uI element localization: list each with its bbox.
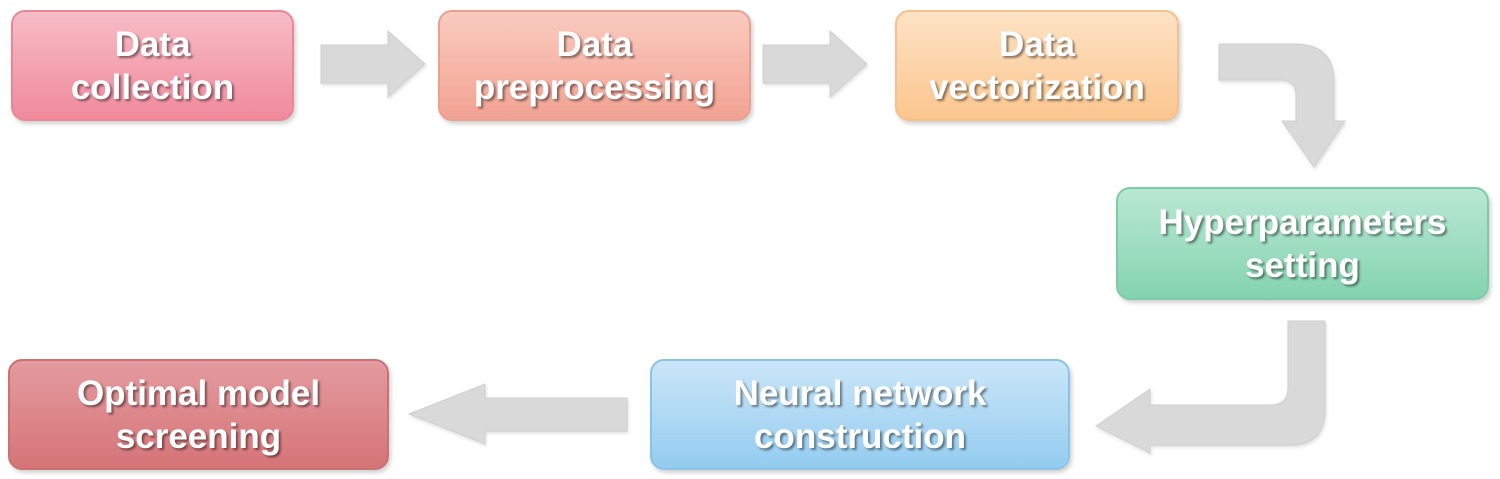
step-label-line1: Data — [556, 24, 633, 64]
step-label-line1: Neural network — [733, 373, 987, 413]
step-label-line2: collection — [70, 67, 235, 107]
step-label-line1: Hyperparameters — [1158, 202, 1447, 242]
arrow-bend-left — [1095, 320, 1326, 454]
step-label-line2: screening — [115, 416, 282, 456]
step-data-collection: Data collection — [11, 10, 294, 121]
arrow-left-1 — [407, 383, 628, 445]
arrow-bend-down — [1218, 43, 1346, 168]
step-neural-network-construction: Neural network construction — [650, 359, 1070, 470]
arrow-right-1 — [320, 29, 426, 99]
step-label-line2: construction — [754, 416, 966, 456]
step-label-line2: setting — [1245, 245, 1360, 285]
step-hyperparameters-setting: Hyperparameters setting — [1116, 187, 1489, 300]
step-data-preprocessing: Data preprocessing — [438, 10, 751, 121]
step-optimal-model-screening: Optimal model screening — [8, 359, 389, 470]
step-label-line1: Optimal model — [76, 373, 321, 413]
step-label-line2: vectorization — [929, 67, 1145, 107]
step-label-line1: Data — [999, 24, 1075, 64]
step-label-line1: Data — [114, 24, 191, 64]
step-data-vectorization: Data vectorization — [895, 10, 1179, 121]
arrow-right-2 — [762, 29, 868, 99]
step-label-line2: preprocessing — [473, 67, 716, 107]
